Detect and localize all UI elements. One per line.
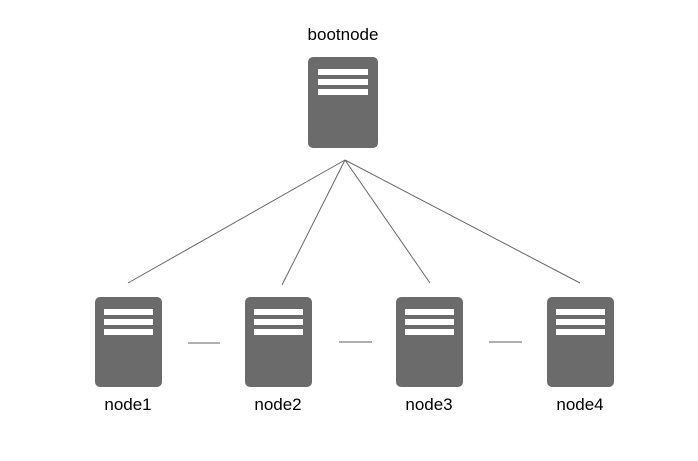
server-stripe-icon — [104, 309, 153, 315]
server-stripe-icon — [556, 329, 605, 335]
node2-label: node2 — [254, 395, 302, 414]
server-stripe-icon — [104, 319, 153, 325]
server-stripe-icon — [405, 309, 454, 315]
server-stripe-icon — [556, 319, 605, 325]
node1-label: node1 — [104, 395, 152, 414]
tree-edge-bootnode-node2 — [281, 159, 346, 286]
bootnode-label: bootnode — [307, 25, 379, 44]
server-stripe-icon — [317, 89, 369, 95]
server-icon-node4 — [547, 297, 614, 387]
node3-label: node3 — [405, 395, 453, 414]
server-stripe-icon — [317, 69, 369, 75]
server-icon-bootnode — [308, 57, 378, 148]
server-stripe-icon — [317, 79, 369, 85]
node4-label: node4 — [556, 395, 604, 414]
server-icon-node2 — [245, 297, 312, 387]
server-stripe-icon — [254, 329, 303, 335]
server-icon-node3 — [396, 297, 463, 387]
server-stripe-icon — [254, 309, 303, 315]
server-stripe-icon — [254, 319, 303, 325]
server-stripe-icon — [556, 309, 605, 315]
server-icon-node1 — [95, 297, 162, 387]
tree-edge-bootnode-node1 — [127, 159, 346, 284]
server-stripe-icon — [104, 329, 153, 335]
tree-edge-bootnode-node4 — [344, 159, 581, 284]
tree-edge-bootnode-node3 — [344, 159, 431, 284]
server-stripe-icon — [405, 329, 454, 335]
server-stripe-icon — [405, 319, 454, 325]
